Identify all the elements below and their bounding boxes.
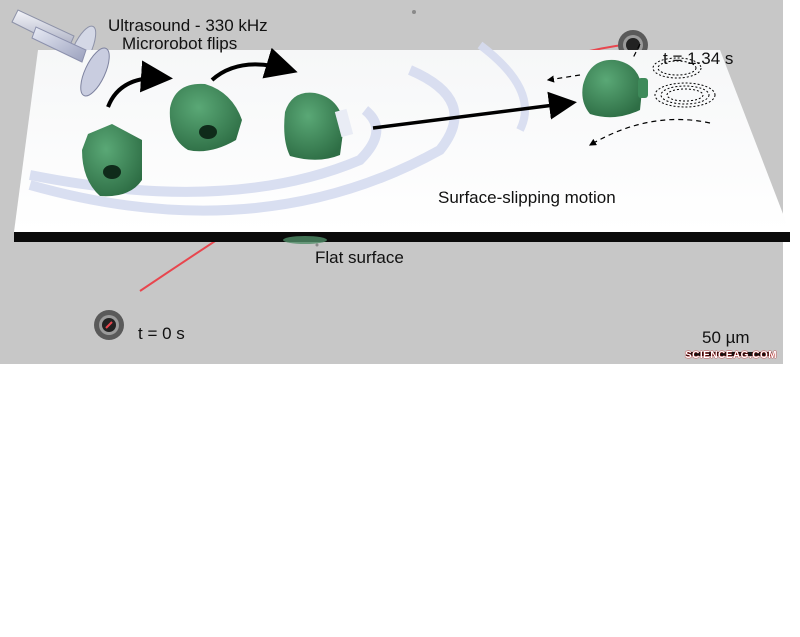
microrobot-start (94, 310, 124, 340)
flip-arrow-2 (210, 47, 298, 82)
time-end-label: t = 1.34 s (663, 49, 734, 68)
scale-bar-label: 50 µm (702, 328, 750, 347)
watermark: SCIENCEAG.COM (685, 350, 778, 361)
microrobot-slipping (582, 59, 648, 118)
scale-bar (686, 352, 772, 356)
flip-arrow-1 (106, 60, 173, 108)
flow-streamlines (546, 43, 711, 146)
microrobot-2 (169, 83, 242, 152)
travel-arrow (372, 91, 577, 130)
vortex-loops (652, 57, 716, 108)
flat-surface-label: Flat surface (315, 248, 404, 267)
ultrasound-frequency-label: Ultrasound - 330 kHz (108, 16, 268, 35)
microrobot-flips-label: Microrobot flips (122, 34, 238, 53)
microrobot-3 (284, 92, 354, 160)
microrobot-illustration (14, 26, 790, 244)
time-start-label: t = 0 s (138, 324, 185, 343)
illustration-panel: Microrobot flips Surface-slipping motion… (0, 0, 800, 272)
surface-slipping-label: Surface-slipping motion (438, 188, 616, 207)
microrobot-1 (82, 124, 142, 197)
transducer-icon (31, 26, 110, 97)
